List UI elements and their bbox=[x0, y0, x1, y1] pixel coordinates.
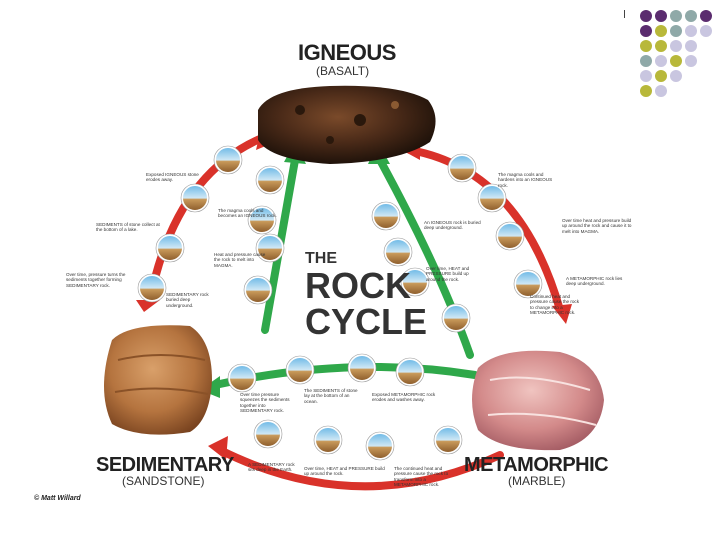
igneous-subtitle: (BASALT) bbox=[316, 64, 370, 78]
corner-dot bbox=[700, 10, 712, 22]
credit-text: © Matt Willard bbox=[34, 495, 81, 502]
corner-dot bbox=[640, 25, 652, 37]
caption-exposed-metamorphic: Exposed METAMORPHIC rock erodes and wash… bbox=[372, 392, 436, 403]
process-circle-icon bbox=[477, 183, 507, 213]
corner-dot bbox=[655, 25, 667, 37]
metamorphic-title: METAMORPHIC bbox=[464, 454, 609, 476]
caption-igneous-buried: An IGNEOUS rock is buried deep undergrou… bbox=[424, 220, 481, 231]
corner-dot bbox=[640, 85, 652, 97]
caption-magma-cools: The magma cools and becomes an IGNEOUS r… bbox=[218, 208, 277, 219]
marble-rock-image bbox=[472, 350, 604, 451]
caption-metamorphic-buried: A METAMORPHIC rock lies deep underground… bbox=[566, 276, 623, 287]
sandstone-rock-image bbox=[104, 325, 212, 435]
caption-heat-pressure-melt-right: Over time heat and pressure build up aro… bbox=[562, 218, 632, 234]
caption-heat-pressure-melt: Heat and pressure cause the rock to melt… bbox=[214, 252, 266, 268]
corner-dot bbox=[685, 55, 697, 67]
process-circle-icon bbox=[433, 425, 463, 455]
corner-dot-grid bbox=[626, 10, 716, 104]
caption-exposed-igneous: Exposed IGNEOUS stone erodes away. bbox=[146, 172, 199, 183]
corner-dot bbox=[640, 10, 652, 22]
corner-dot bbox=[670, 25, 682, 37]
corner-dot bbox=[685, 10, 697, 22]
metamorphic-subtitle: (MARBLE) bbox=[508, 474, 566, 488]
corner-dot bbox=[685, 25, 697, 37]
center-title-cycle: CYCLE bbox=[305, 301, 428, 342]
caption-sedimentary-buried: SEDIMENTARY rock buried deep underground… bbox=[166, 292, 209, 308]
caption-over-time-sedimentary: Over time pressure squeezes the sediment… bbox=[240, 392, 290, 414]
process-circle-icon bbox=[243, 275, 273, 305]
process-circle-icon bbox=[371, 201, 401, 231]
sedimentary-title: SEDIMENTARY bbox=[96, 454, 234, 476]
process-circle-icon bbox=[227, 363, 257, 393]
process-circle-icon bbox=[155, 233, 185, 263]
process-circle-icon bbox=[313, 425, 343, 455]
process-circle-icon bbox=[247, 205, 277, 235]
caption-over-time-pressure: Over time, pressure turns the sediments … bbox=[66, 272, 126, 288]
page-mark bbox=[624, 10, 625, 18]
corner-dot bbox=[670, 70, 682, 82]
process-circle-icon bbox=[365, 431, 395, 461]
caption-sedimentary-deep: A SEDIMENTARY rock sits deep in the Eart… bbox=[248, 462, 295, 473]
center-title-rock: ROCK bbox=[305, 265, 411, 306]
process-circle-icon bbox=[383, 237, 413, 267]
igneous-title: IGNEOUS bbox=[298, 40, 396, 65]
process-circle-icon bbox=[495, 221, 525, 251]
process-circle-icon bbox=[347, 353, 377, 383]
basalt-rock-image bbox=[258, 85, 436, 164]
corner-dot bbox=[700, 25, 712, 37]
process-circle-icon bbox=[441, 303, 471, 333]
caption-heat-pressure-build: Over time, HEAT and PRESSURE build up ar… bbox=[426, 266, 470, 282]
process-circle-icon bbox=[255, 165, 285, 195]
process-circle-icon bbox=[255, 233, 285, 263]
corner-dot bbox=[655, 70, 667, 82]
corner-dot bbox=[640, 55, 652, 67]
caption-continued-heat: Continued heat and pressure cause the ro… bbox=[530, 294, 580, 316]
process-circle-icon bbox=[137, 273, 167, 303]
caption-sediments-bottom: The SEDIMENTS of stone lay at the bottom… bbox=[304, 388, 358, 404]
center-title-the: THE bbox=[305, 250, 337, 267]
process-circle-icon bbox=[447, 153, 477, 183]
process-circle-icon bbox=[180, 183, 210, 213]
process-circle-icon bbox=[513, 269, 543, 299]
process-circles bbox=[137, 145, 543, 461]
caption-continued-bottom: The continued heat and pressure cause th… bbox=[394, 466, 449, 488]
sedimentary-subtitle: (SANDSTONE) bbox=[122, 474, 205, 488]
corner-dot bbox=[640, 40, 652, 52]
caption-sediments-collect: SEDIMENTS of stone collect at the bottom… bbox=[96, 222, 160, 233]
caption-magma-cools-right: The magma cools and hardens into an IGNE… bbox=[498, 172, 553, 188]
corner-dot bbox=[670, 40, 682, 52]
caption-heat-pressure-bottom: Over time, HEAT and PRESSURE build up ar… bbox=[304, 466, 385, 477]
corner-dot bbox=[655, 40, 667, 52]
corner-dot bbox=[670, 10, 682, 22]
corner-dot bbox=[655, 85, 667, 97]
process-circle-icon bbox=[285, 355, 315, 385]
corner-dot bbox=[685, 40, 697, 52]
corner-dot bbox=[655, 10, 667, 22]
process-circle-icon bbox=[213, 145, 243, 175]
corner-dot bbox=[670, 55, 682, 67]
corner-dot bbox=[640, 70, 652, 82]
process-circle-icon bbox=[400, 267, 430, 297]
process-circle-icon bbox=[253, 419, 283, 449]
process-circle-icon bbox=[395, 357, 425, 387]
corner-dot bbox=[655, 55, 667, 67]
